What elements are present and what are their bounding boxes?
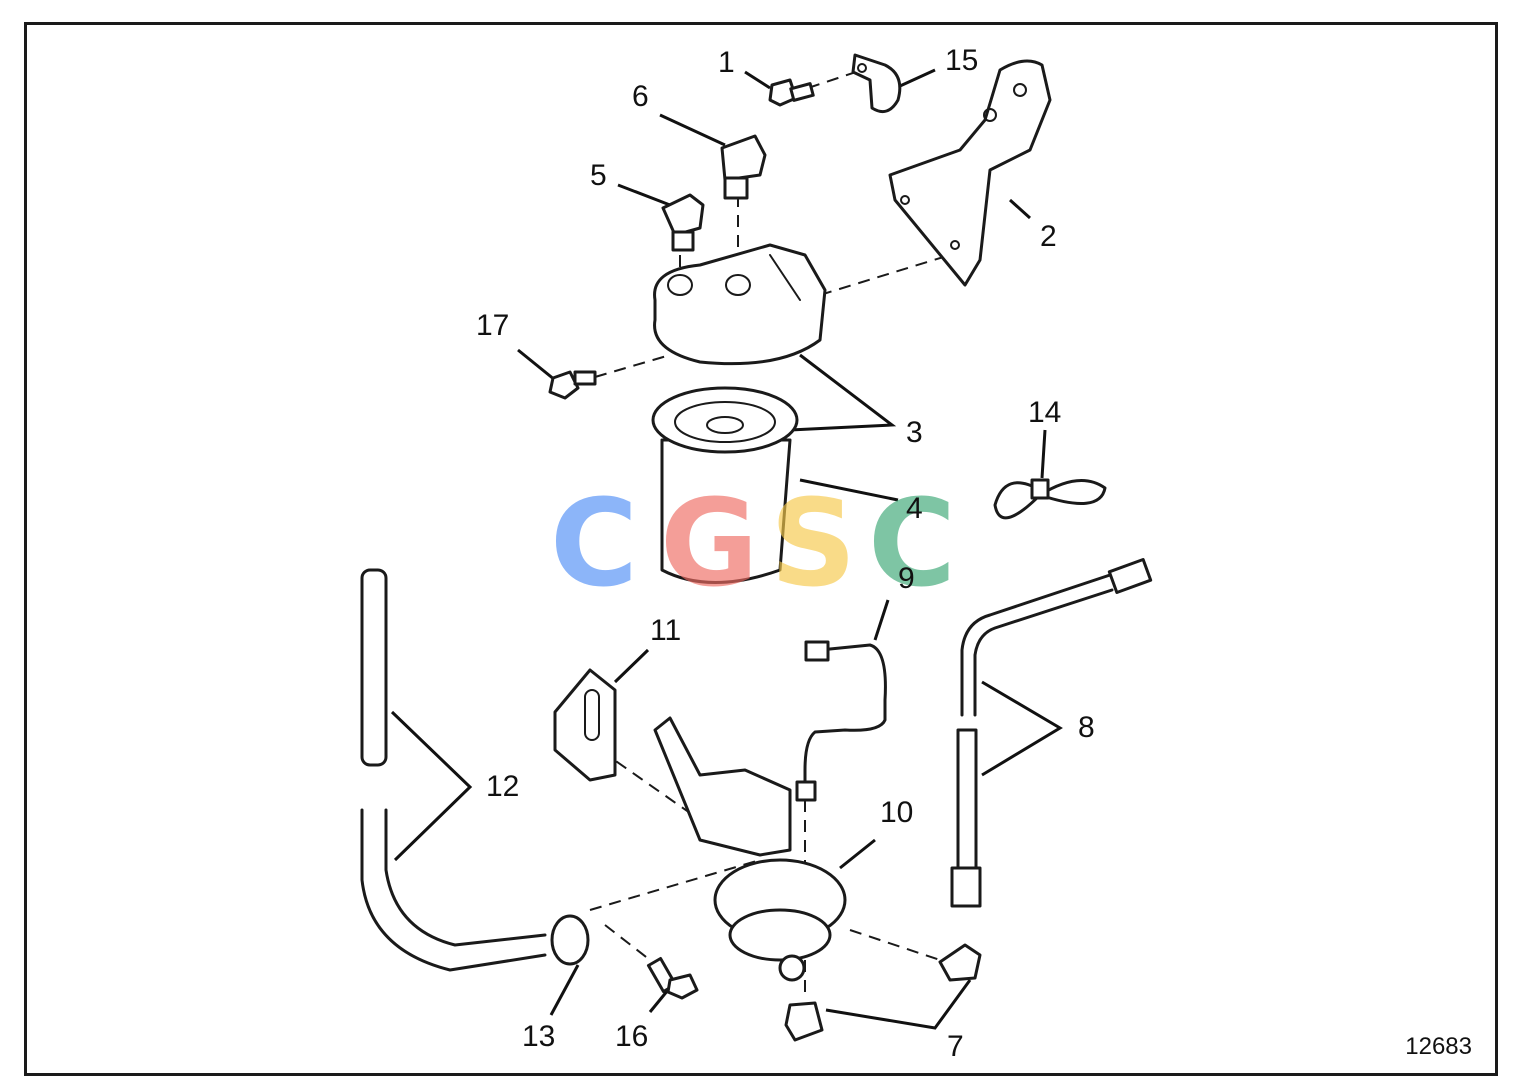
watermark-letter-g: G [660,475,759,614]
part-2-bracket [888,59,1052,287]
watermark-letter-c2: C [868,475,956,614]
cgsc-watermark: C G S C [550,475,956,614]
callout-15: 15 [945,44,979,77]
watermark-letter-c1: C [550,475,638,614]
callout-13: 13 [522,1020,556,1053]
part-6-fitting [720,134,767,200]
callout-17: 17 [476,309,510,342]
part-16-bolt [646,957,699,1000]
part-12-hoses [360,568,547,972]
callout-9: 9 [898,562,915,595]
figure-number: 12683 [1405,1033,1472,1060]
callout-7: 7 [947,1030,964,1063]
callout-4: 4 [906,492,923,525]
diagram-frame [24,22,1498,1076]
callout-16: 16 [615,1020,649,1053]
part-1-bolt [768,78,815,107]
callout-3: 3 [906,416,923,449]
callout-11: 11 [650,614,682,647]
callout-12: 12 [486,770,520,803]
watermark-letter-s: S [770,475,856,614]
callout-8: 8 [1078,711,1095,744]
part-11-gasket [553,668,617,782]
part-3-filter-head [653,243,827,366]
part-10-fuel-pump [653,716,847,982]
callout-6: 6 [632,80,649,113]
callout-1: 1 [718,46,735,79]
part-4-filter-canister [651,386,799,584]
callout-10: 10 [880,796,914,829]
part-17-bolt [548,370,597,400]
callout-5: 5 [590,159,607,192]
part-9-tube [795,640,887,802]
part-15-clip [851,53,902,114]
part-13-clamp [550,914,590,966]
leader-lines [390,68,1063,1030]
part-5-fitting [661,193,705,252]
part-7-fittings [784,943,982,1042]
callout-2: 2 [1040,220,1057,253]
callout-14: 14 [1028,396,1062,429]
part-8-tube [950,558,1153,908]
part-14-tie-strap [993,478,1107,520]
